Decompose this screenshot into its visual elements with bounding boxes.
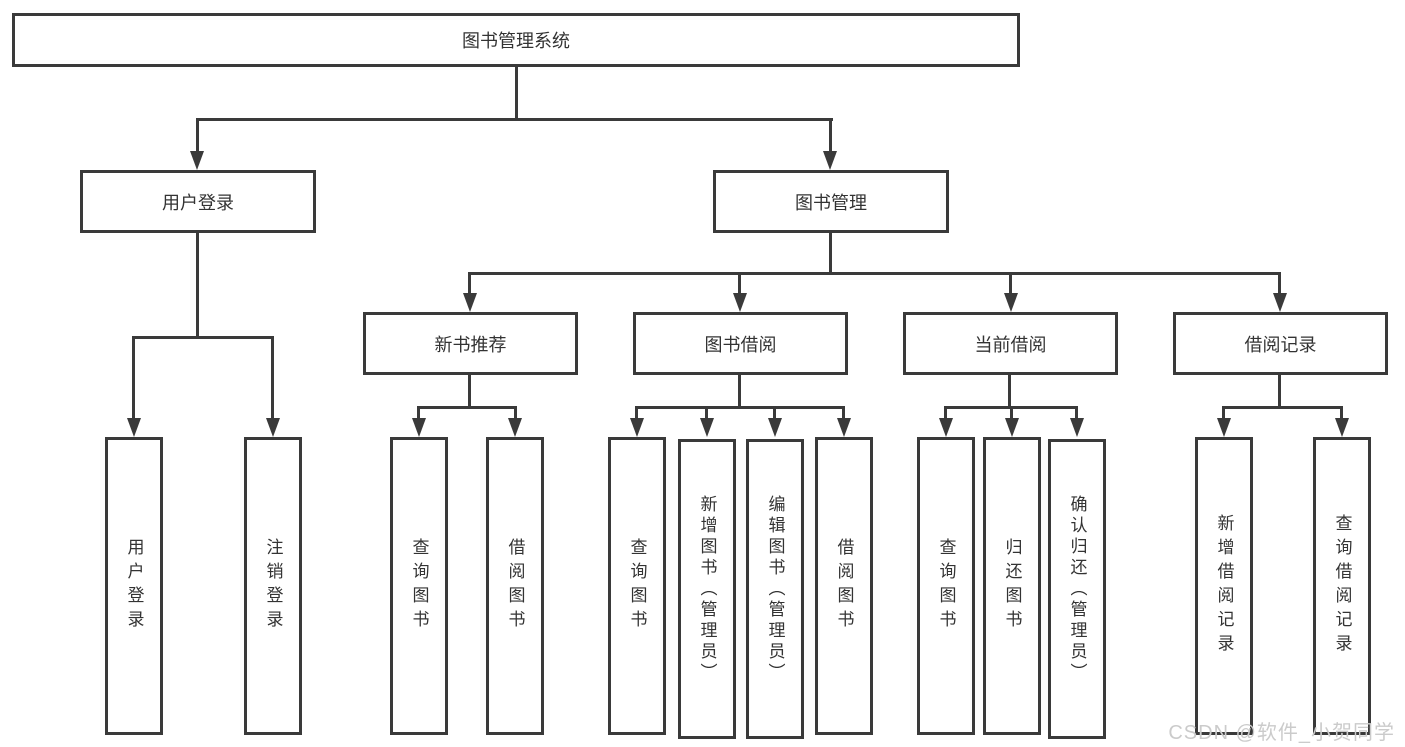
leaf-user-login: 用户登录 [105,437,163,735]
leaf-add-books-admin: 新增图书（管理员） [678,439,736,739]
connector-drop [944,406,947,422]
connector-drop [1340,406,1343,422]
arrow-down-icon [1070,418,1084,437]
connector-bookmgmt-branch [468,272,1281,275]
connector-drop [842,406,845,422]
connector-drop-user-login [196,118,199,154]
leaf-borrow-books: 借阅图书 [486,437,544,735]
node-current-borrowing: 当前借阅 [903,312,1118,375]
connector-root-stem [515,67,518,118]
leaf-add-borrow-record: 新增借阅记录 [1195,437,1253,735]
connector-drop-leaf-user-login [132,336,135,420]
leaf-query-books: 查询图书 [917,437,975,735]
arrow-down-icon [1217,418,1231,437]
connector-drop [417,406,420,422]
node-book-management: 图书管理 [713,170,949,233]
node-book-borrowing: 图书借阅 [633,312,848,375]
connector-drop-leaf-logout [271,336,274,420]
arrow-down-icon [1335,418,1349,437]
leaf-query-borrow-record: 查询借阅记录 [1313,437,1371,735]
connector-drop-current-borrow [1009,272,1012,296]
connector-drop [705,406,708,422]
leaf-edit-books-admin: 编辑图书（管理员） [746,439,804,739]
connector-drop-book-borrow [738,272,741,296]
connector-drop-book-management [829,118,832,154]
connector-drop-new-book [468,272,471,296]
csdn-watermark: CSDN @软件_小贺同学 [1168,722,1395,744]
connector-bookborrow-branch [635,406,845,409]
arrow-down-icon [1004,293,1018,312]
arrow-down-icon [939,418,953,437]
arrow-down-icon [508,418,522,437]
connector-drop [1075,406,1078,422]
connector-bookmgmt-stem [829,233,832,272]
connector-drop [514,406,517,422]
connector-records-branch [1222,406,1343,409]
arrow-down-icon [266,418,280,437]
arrow-down-icon [768,418,782,437]
node-library-management-system: 图书管理系统 [12,13,1020,67]
connector-userlogin-branch [132,336,274,339]
node-user-login-group: 用户登录 [80,170,316,233]
arrow-down-icon [733,293,747,312]
connector-records-stem [1278,375,1281,409]
connector-userlogin-stem [196,233,199,338]
arrow-down-icon [127,418,141,437]
leaf-borrow-books: 借阅图书 [815,437,873,735]
connector-drop [1010,406,1013,422]
arrow-down-icon [190,151,204,170]
connector-newbook-stem [468,375,471,409]
leaf-return-books: 归还图书 [983,437,1041,735]
leaf-query-books: 查询图书 [608,437,666,735]
leaf-logout: 注销登录 [244,437,302,735]
arrow-down-icon [1273,293,1287,312]
leaf-confirm-return-admin: 确认归还（管理员） [1048,439,1106,739]
connector-drop [1222,406,1225,422]
arrow-down-icon [630,418,644,437]
node-borrowing-records: 借阅记录 [1173,312,1388,375]
connector-currentborrow-stem [1008,375,1011,409]
connector-drop [773,406,776,422]
connector-drop-borrow-records [1278,272,1281,296]
connector-root-branch [196,118,833,121]
connector-bookborrow-stem [738,375,741,409]
connector-newbook-branch [417,406,517,409]
arrow-down-icon [463,293,477,312]
arrow-down-icon [823,151,837,170]
node-new-book-recommendation: 新书推荐 [363,312,578,375]
connector-drop [635,406,638,422]
leaf-query-books: 查询图书 [390,437,448,735]
arrow-down-icon [412,418,426,437]
arrow-down-icon [700,418,714,437]
arrow-down-icon [837,418,851,437]
arrow-down-icon [1005,418,1019,437]
